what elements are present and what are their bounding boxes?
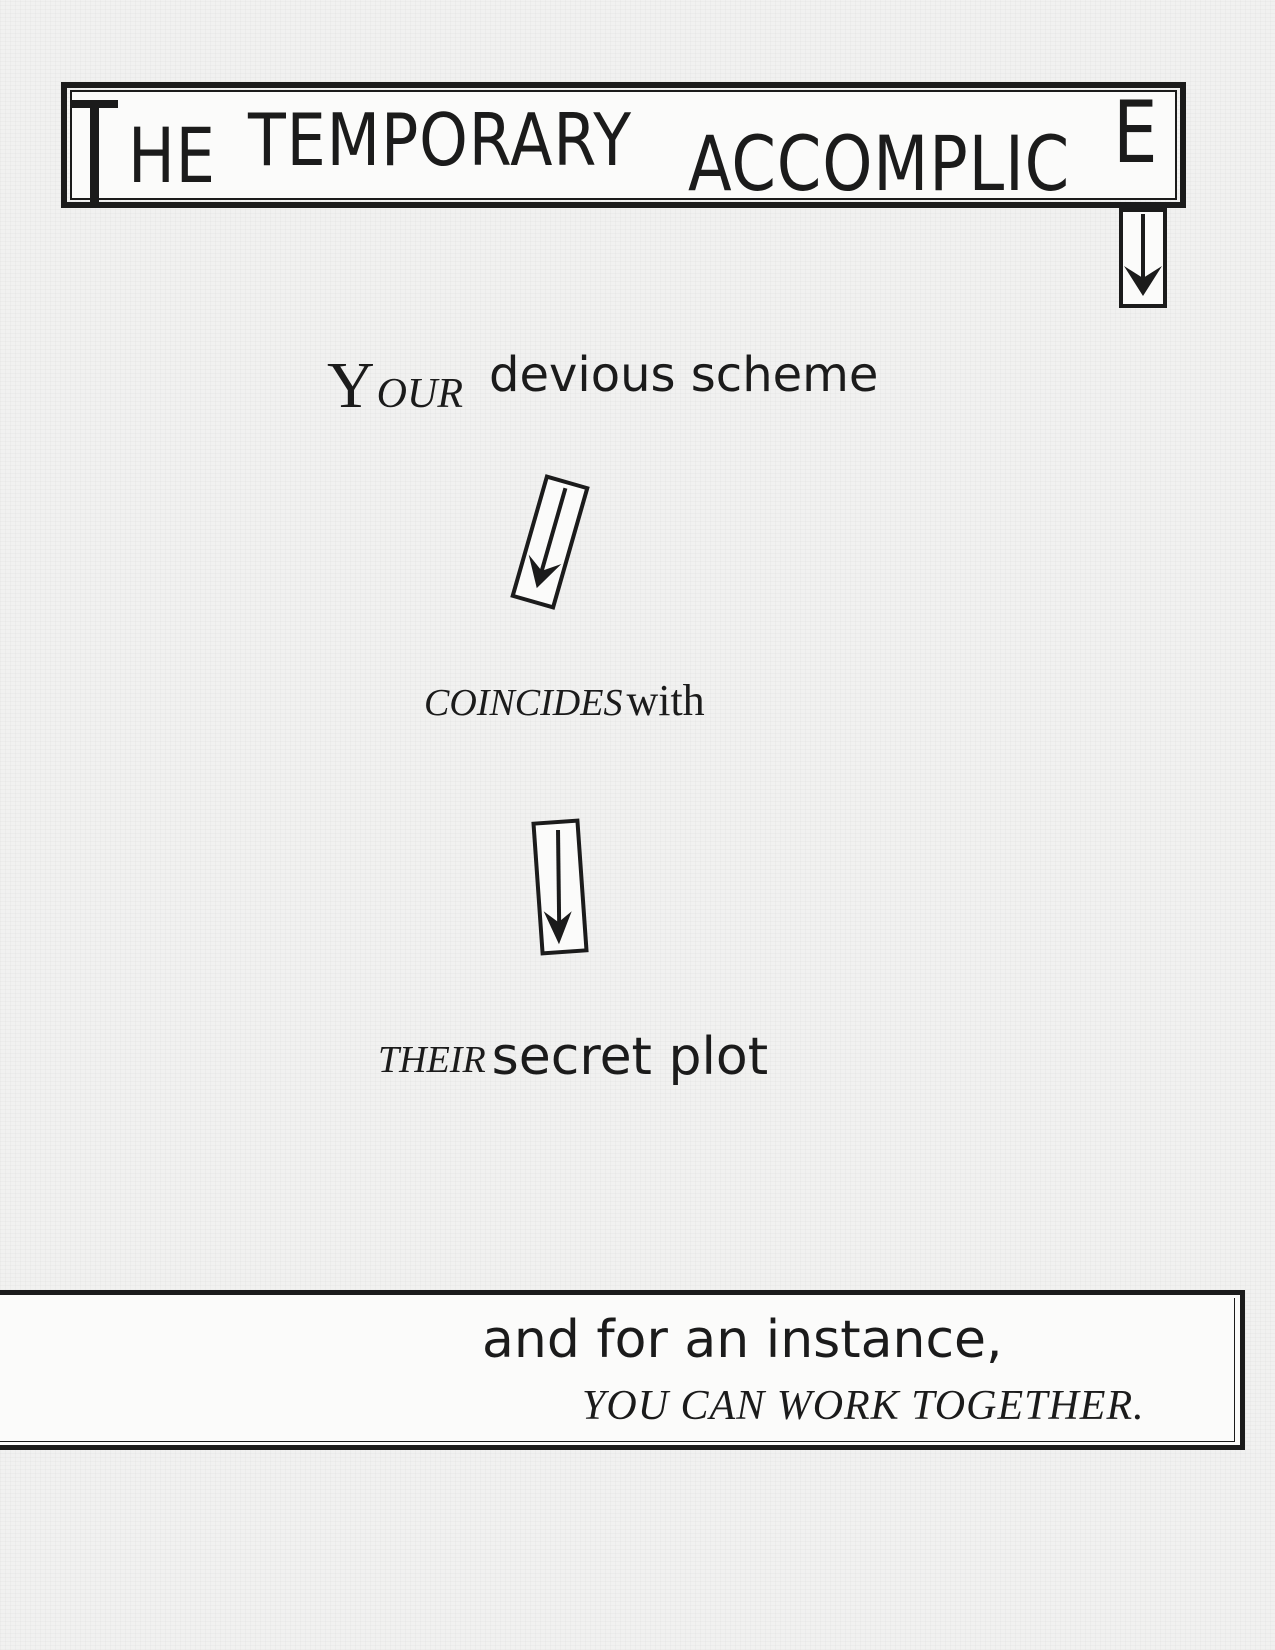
title-cap-letter-text: T	[70, 92, 71, 93]
arrow-down-icon	[510, 474, 590, 610]
your-initial: Y	[327, 349, 375, 422]
title-part-he: HE	[128, 111, 216, 200]
footer-line-1: and for an instance,	[482, 1310, 1003, 1370]
title-banner-outer	[61, 82, 1186, 208]
title-banner-inner	[70, 90, 1177, 200]
title-last-letter: E	[1113, 83, 1159, 183]
poem-line-2: COINCIDESwith	[424, 675, 705, 726]
line2-italic: COINCIDES	[424, 682, 623, 724]
title-cap-stem	[90, 100, 99, 202]
title-cap-letter: T	[70, 92, 118, 202]
line3-rest: secret plot	[491, 1027, 769, 1087]
title-part-temporary: TEMPORARY	[248, 98, 632, 182]
footer-banner-inner	[0, 1298, 1235, 1442]
line3-italic: THEIR	[378, 1039, 486, 1081]
arrow-down-icon	[531, 818, 589, 956]
line2-rest: with	[626, 676, 705, 725]
poem-line-1: YOUR devious scheme	[327, 347, 879, 424]
line1-rest: devious scheme	[489, 347, 879, 403]
arrow-down-icon	[1119, 208, 1167, 308]
title-part-accomplic: ACCOMPLIC	[688, 119, 1071, 208]
your-rest: OUR	[376, 371, 463, 417]
footer-line-2: YOU CAN WORK TOGETHER.	[582, 1383, 1145, 1429]
footer-banner	[0, 1290, 1245, 1450]
